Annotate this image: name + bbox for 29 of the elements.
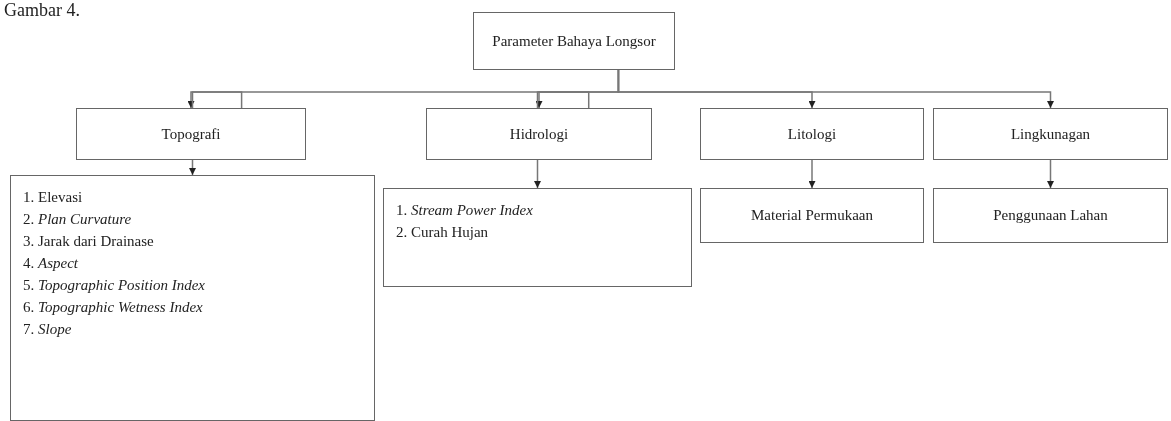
arrow <box>808 159 816 189</box>
box-label: Parameter Bahaya Longsor <box>492 32 656 50</box>
box-label: Topografi <box>161 125 221 143</box>
list-item: 5. Topographic Position Index <box>23 276 205 295</box>
process-box <box>700 188 924 243</box>
process-box <box>426 108 652 160</box>
list-item: 1. Elevasi <box>23 188 83 207</box>
box-label: Hidrologi <box>509 125 569 143</box>
arrow <box>1047 159 1054 189</box>
process-box <box>700 108 924 160</box>
list-item: 1. Stream Power Index <box>396 201 533 220</box>
process-box <box>473 12 675 70</box>
list-item: 7. Slope <box>23 320 72 339</box>
process-box <box>933 108 1168 160</box>
arrow <box>617 69 1054 109</box>
list-item: 6. Topographic Wetness Index <box>23 298 203 317</box>
list-item: 2. Plan Curvature <box>23 210 132 229</box>
box-label: Penggunaan Lahan <box>993 207 1108 224</box>
box-label: Lingkunagan <box>1010 125 1091 143</box>
list-box <box>10 175 375 421</box>
process-box <box>76 108 306 160</box>
process-box <box>933 188 1168 243</box>
list-item: 3. Jarak dari Drainase <box>23 232 154 251</box>
list-item: 4. Aspect <box>23 254 78 273</box>
box-label: Material Permukaan <box>750 207 873 224</box>
box-label: Litologi <box>787 125 837 143</box>
figure-label: Gambar 4. <box>4 0 80 21</box>
list-item: 2. Curah Hujan <box>396 223 489 242</box>
list-box <box>383 188 692 287</box>
